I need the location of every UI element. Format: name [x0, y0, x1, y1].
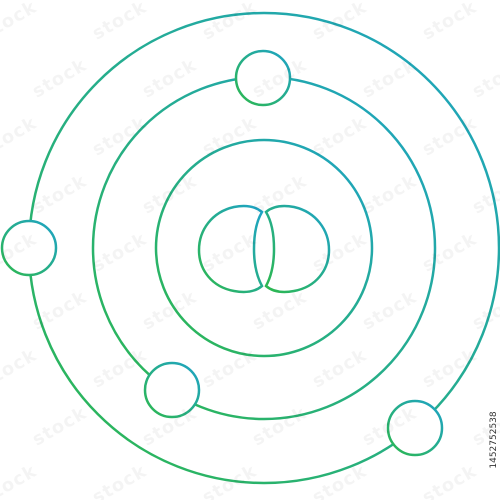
middle-orbit [91, 75, 437, 421]
nucleus-right-lobe [264, 204, 331, 294]
stock-id-text: 1452752538 [489, 411, 499, 469]
inner-orbit [154, 138, 374, 358]
electron-lower-right [386, 399, 444, 457]
stock-id: 1452752538 [488, 385, 500, 495]
electron-left [0, 219, 58, 277]
nucleus [197, 204, 331, 294]
electron-top [234, 49, 292, 107]
electron-lower-left [143, 361, 201, 419]
nucleus-left-lobe [197, 204, 264, 294]
